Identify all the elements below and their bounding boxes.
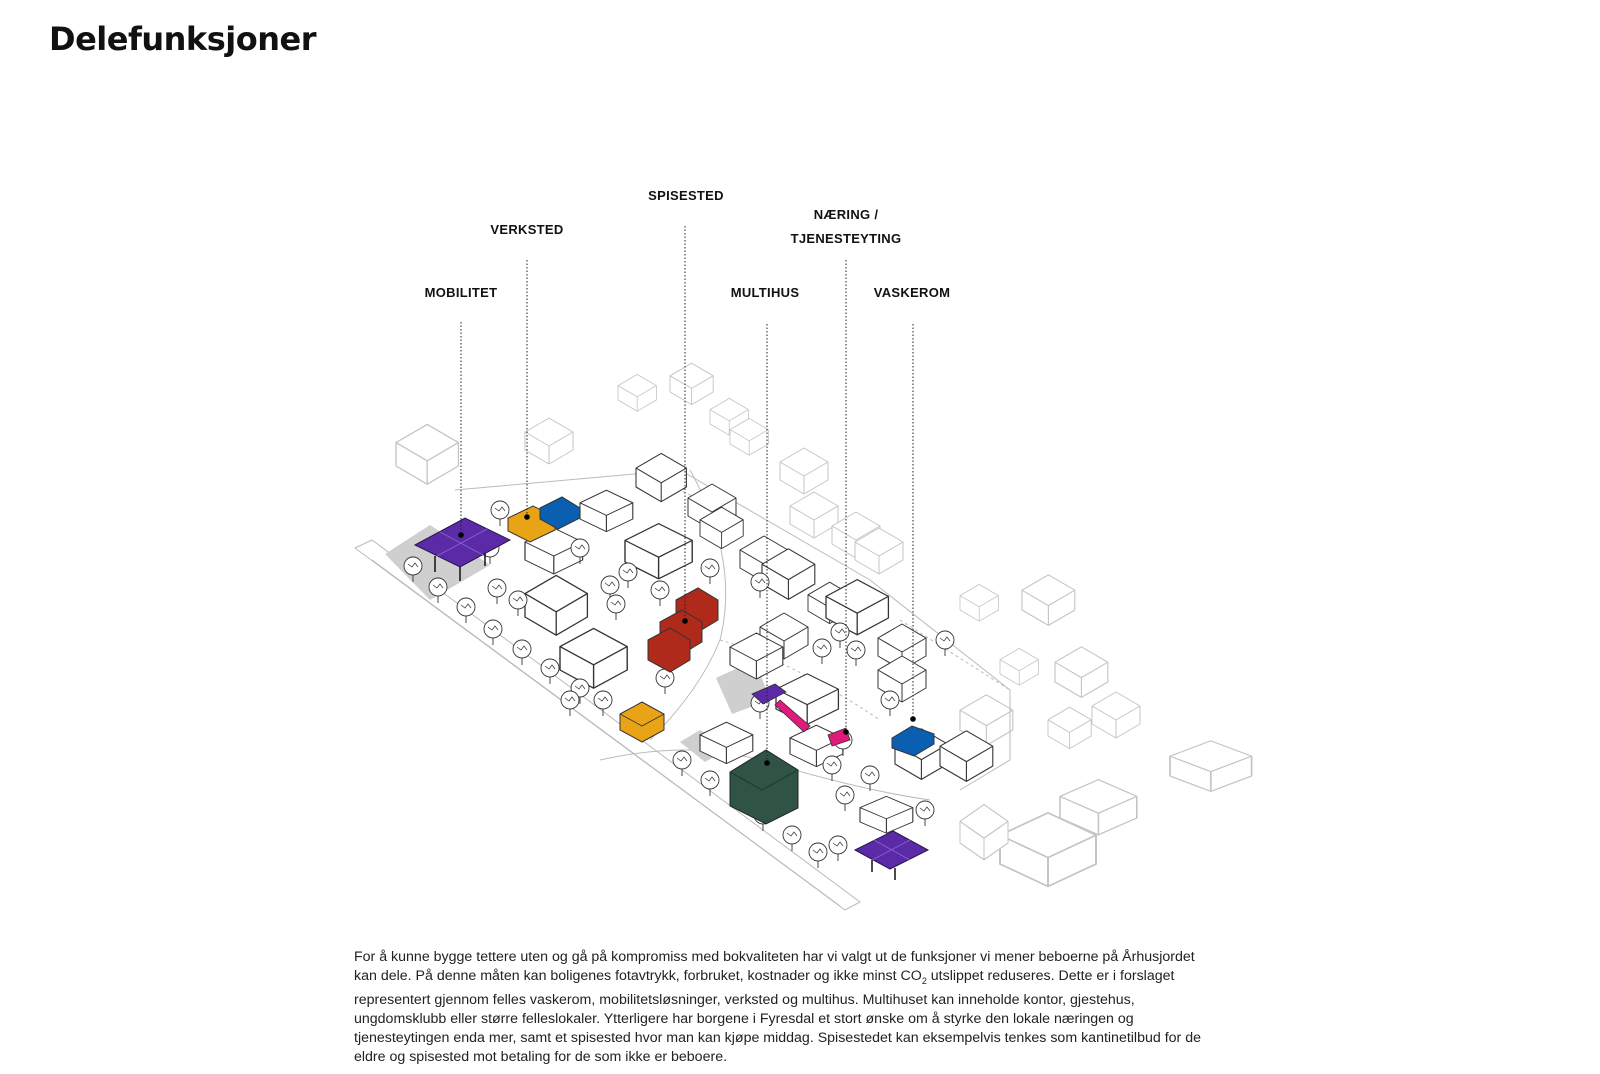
verksted-building-2 xyxy=(619,701,665,743)
description-line: tjenesteytingen enda mer, samt et spises… xyxy=(354,1029,1201,1046)
mobilitet-canopy xyxy=(413,517,512,581)
multihus-accent xyxy=(751,683,787,705)
co2-subscript: 2 xyxy=(921,975,927,986)
mobilitet-canopy-2 xyxy=(853,830,930,880)
background-buildings xyxy=(395,362,1253,888)
spisested-building xyxy=(647,587,719,673)
description-line: For å kunne bygge tettere uten og gå på … xyxy=(354,949,1195,965)
label-multihus: MULTIHUS xyxy=(730,285,800,300)
vaskerom-building xyxy=(891,725,935,757)
description-line: ungdomsklubb eller større felleslokaler.… xyxy=(354,1010,1134,1027)
description-line: kan dele. På denne måten kan boligenes f… xyxy=(354,967,1234,991)
leader-dots xyxy=(458,514,916,766)
label-naering-line1: NÆRING / xyxy=(813,207,879,222)
label-naering-line2: TJENESTEYTING xyxy=(790,231,902,246)
label-naering: NÆRING / TJENESTEYTING xyxy=(791,203,902,251)
description-text: kan dele. På denne måten kan boligenes f… xyxy=(354,968,922,984)
description-paragraph: For å kunne bygge tettere uten og gå på … xyxy=(354,948,1234,1067)
label-spisested: SPISESTED xyxy=(648,188,724,203)
description-line: eldre og spisested mot betaling for de s… xyxy=(354,1048,728,1065)
verksted-building xyxy=(507,496,581,543)
label-mobilitet: MOBILITET xyxy=(424,285,498,300)
label-verksted: VERKSTED xyxy=(490,222,564,237)
multihus-building xyxy=(729,749,799,825)
description-line: representert gjennom felles vaskerom, mo… xyxy=(354,991,1135,1008)
label-vaskerom: VASKEROM xyxy=(873,285,951,300)
site-axonometric-diagram xyxy=(354,226,1253,911)
leader-lines xyxy=(460,226,914,762)
description-text: utslippet reduseres. Dette er i forslage… xyxy=(926,968,1175,984)
page-title: Delefunksjoner xyxy=(49,20,316,58)
